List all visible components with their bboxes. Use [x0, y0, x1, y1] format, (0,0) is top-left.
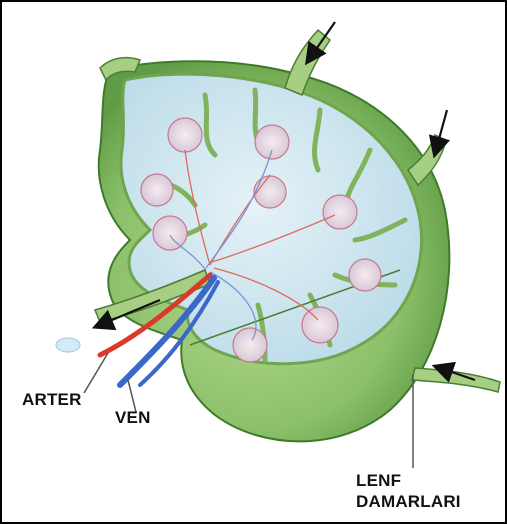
label-lymph-vessels-line2: DAMARLARI — [356, 491, 461, 512]
lymph-droplet — [56, 338, 80, 352]
label-lymph-vessels: LENF DAMARLARI — [356, 470, 461, 512]
label-artery: ARTER — [22, 389, 82, 410]
label-vein: VEN — [115, 407, 151, 428]
label-lymph-vessels-line1: LENF — [356, 470, 461, 491]
